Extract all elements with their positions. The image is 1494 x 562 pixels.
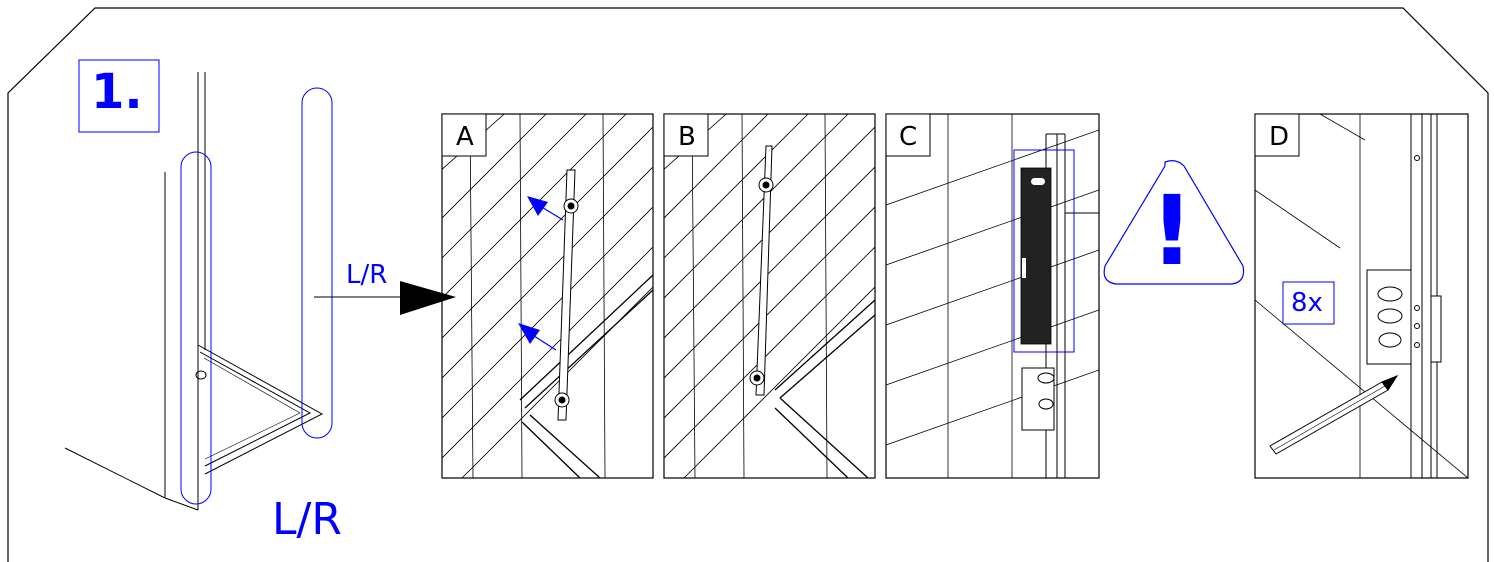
side-label-arrow: L/R	[346, 260, 388, 290]
panel-letter-c: C	[899, 122, 918, 152]
sheet-frame	[7, 7, 1489, 562]
panel-letter-a: A	[456, 122, 474, 152]
hinge-bracket	[1366, 269, 1412, 365]
drill-arrow-icon	[527, 196, 564, 221]
panel-d	[1254, 113, 1469, 479]
step-number-box	[78, 59, 160, 133]
quantity-box	[1282, 281, 1335, 325]
hinge-bracket	[1021, 367, 1055, 431]
panel-letter-box	[441, 113, 487, 157]
panel-letter-box	[663, 113, 709, 157]
quantity-label: 8x	[1291, 288, 1323, 318]
pencil-icon	[1269, 374, 1399, 455]
warning-triangle-icon	[1103, 160, 1245, 285]
tray-edge	[774, 299, 875, 478]
detail-pointer-arrow	[314, 281, 456, 315]
tile-lines	[886, 114, 1099, 478]
tile-lines	[1255, 114, 1468, 478]
wall-profile	[1410, 114, 1442, 478]
panel-letter-box	[885, 113, 931, 157]
warning-exclamation: !	[1150, 175, 1194, 287]
panel-c	[885, 113, 1100, 479]
drill-arrow-icon	[518, 323, 557, 351]
profile-strip	[554, 169, 579, 421]
panel-b	[663, 113, 876, 479]
highlight-capsules	[180, 87, 333, 505]
panel-a	[441, 113, 654, 479]
tray-overview	[64, 72, 324, 511]
panel-letter-box	[1254, 113, 1300, 157]
profile-strip	[749, 145, 774, 396]
side-label-bottom: L/R	[272, 494, 342, 545]
seal-strip	[1020, 167, 1052, 345]
highlight-box	[1013, 149, 1075, 353]
tray-edge	[519, 274, 653, 478]
step-number: 1.	[91, 64, 143, 120]
panel-letter-b: B	[678, 122, 696, 152]
tile-lines	[664, 114, 875, 478]
panel-letter-d: D	[1269, 122, 1290, 152]
